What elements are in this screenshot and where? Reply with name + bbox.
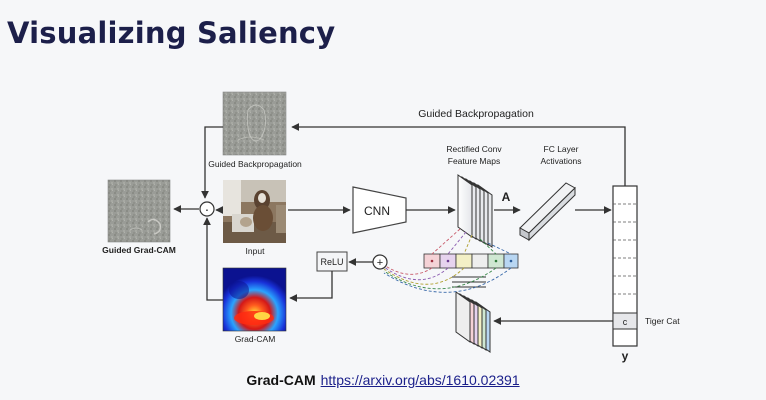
guided-gradcam-image bbox=[107, 179, 171, 243]
class-label: Tiger Cat bbox=[645, 316, 680, 326]
paper-link[interactable]: https://arxiv.org/abs/1610.02391 bbox=[320, 372, 520, 388]
fc-layer-label-line2: Activations bbox=[540, 156, 581, 166]
input-image bbox=[223, 180, 286, 243]
feature-maps-stack bbox=[457, 174, 493, 248]
guided-gradcam-label: Guided Grad-CAM bbox=[102, 245, 176, 255]
fc-layer-block bbox=[519, 182, 576, 242]
gradcam-label: Grad-CAM bbox=[235, 334, 276, 344]
output-vector: c bbox=[612, 185, 638, 347]
relu-to-gradcam-arrow bbox=[289, 271, 333, 302]
sum-node: + bbox=[372, 254, 388, 270]
cnn-label: CNN bbox=[364, 204, 390, 218]
relu-block: ReLU bbox=[316, 251, 348, 272]
slide-title: Visualizing Saliency bbox=[7, 16, 336, 50]
weights-vector bbox=[423, 253, 519, 269]
multiply-symbol: · bbox=[205, 201, 210, 217]
guided-backprop-image bbox=[222, 91, 287, 156]
caption-prefix: Grad-CAM bbox=[246, 372, 316, 388]
feature-to-weight-links bbox=[431, 228, 512, 255]
fc-layer-label-line1: FC Layer bbox=[544, 144, 579, 154]
cnn-block: CNN bbox=[352, 186, 407, 234]
activation-symbol: A bbox=[502, 190, 511, 204]
guided-backprop-image-label: Guided Backpropagation bbox=[208, 159, 302, 169]
guided-backprop-path: Guided Backpropagation bbox=[291, 108, 626, 186]
pooling-bars bbox=[452, 276, 486, 288]
weights-to-sum-links bbox=[383, 264, 512, 293]
input-label: Input bbox=[246, 246, 266, 256]
multiply-node: · bbox=[199, 201, 215, 217]
gradient-maps-stack bbox=[455, 291, 491, 353]
sum-symbol: + bbox=[377, 257, 383, 269]
gradcam-to-multiply-arrow bbox=[203, 217, 223, 301]
rectified-conv-label-line1: Rectified Conv bbox=[446, 144, 502, 154]
class-symbol: c bbox=[623, 317, 628, 327]
rectified-conv-label-line2: Feature Maps bbox=[448, 156, 500, 166]
relu-label: ReLU bbox=[320, 257, 343, 267]
gradcam-heatmap bbox=[222, 267, 287, 332]
output-symbol: y bbox=[622, 349, 629, 363]
guided-backprop-arrow-label: Guided Backpropagation bbox=[418, 108, 534, 120]
backprop-to-multiply-arrow bbox=[201, 126, 223, 199]
